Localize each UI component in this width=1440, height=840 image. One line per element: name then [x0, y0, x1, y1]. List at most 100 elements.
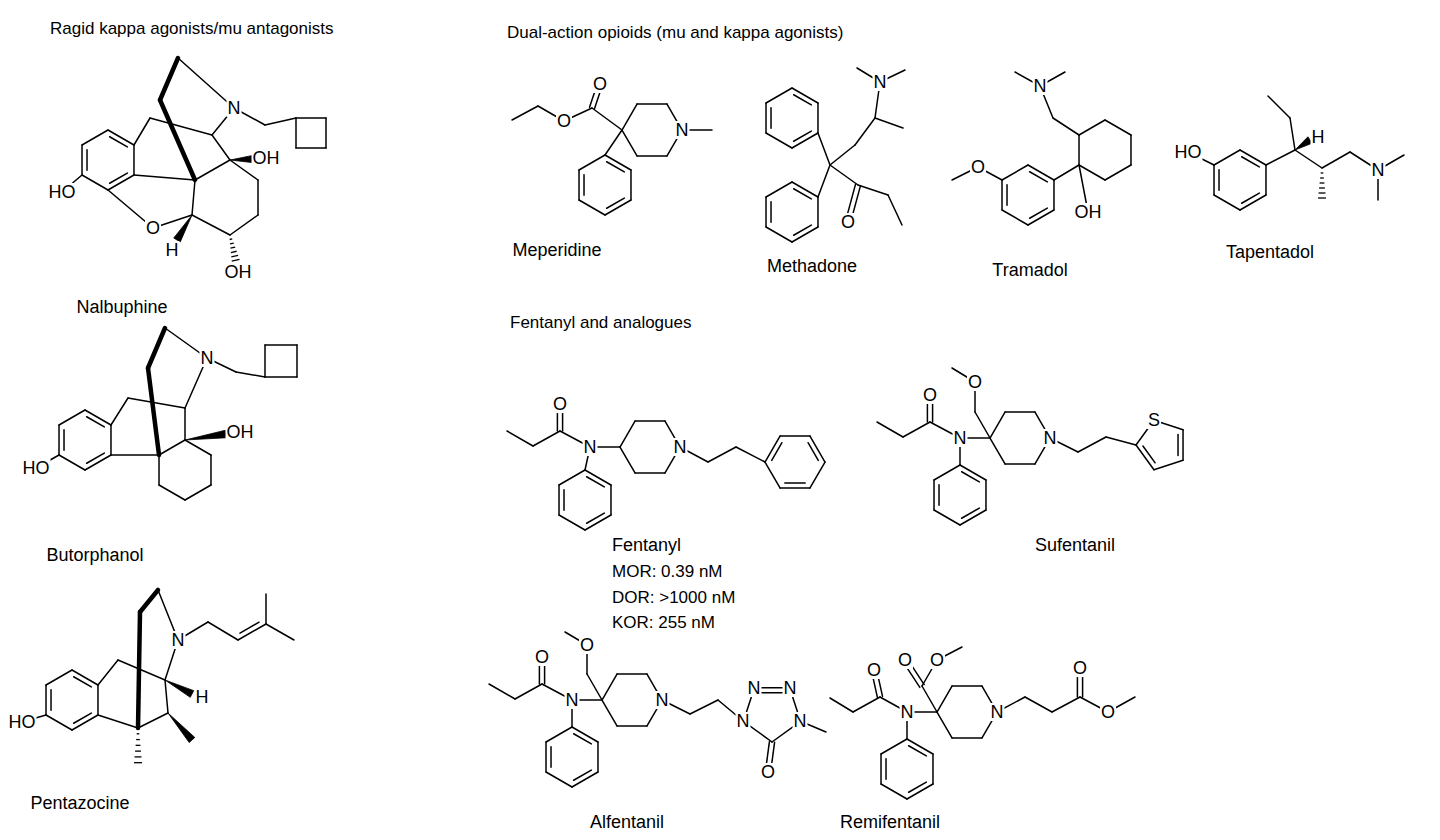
bond-line [985, 480, 987, 510]
bond-line [236, 372, 265, 377]
bond-line [817, 103, 819, 133]
bond-line [853, 697, 880, 712]
bond-line [87, 453, 105, 463]
hashed-bond [135, 750, 141, 751]
bond-line [1001, 180, 1003, 210]
hashed-bond [1321, 172, 1324, 173]
bond-line [766, 133, 792, 148]
bond-line [265, 118, 296, 125]
atom-label: N [990, 703, 1005, 721]
bond-line [858, 185, 888, 195]
bond-line [558, 485, 560, 515]
bond-line [46, 670, 72, 685]
bond-line [1242, 157, 1260, 167]
bond-line [880, 754, 882, 784]
bond-line [1106, 437, 1136, 445]
bond-line [1218, 170, 1220, 190]
bond-line [1030, 172, 1048, 182]
hashed-bond [230, 247, 235, 248]
compound-name: Pentazocine [30, 794, 129, 812]
atom-label: N [227, 99, 242, 117]
bond-line [1025, 697, 1052, 712]
atom-label: OH [226, 423, 255, 441]
bond-line [830, 145, 855, 165]
bond-line [1177, 435, 1179, 456]
hashed-bond [1320, 182, 1325, 183]
bond-line [134, 175, 195, 180]
section-heading: Fentanyl and analogues [510, 314, 691, 331]
bond-line [794, 189, 812, 199]
bond-line [1053, 118, 1079, 135]
atom-label: OH [1074, 203, 1103, 221]
atom-label: OH [252, 149, 281, 167]
wedge-bond [165, 680, 194, 697]
atom-label: N [583, 438, 598, 456]
bond-line [708, 447, 736, 462]
bond-line [110, 137, 128, 147]
bond-line [765, 462, 780, 488]
bond-line [937, 712, 952, 738]
bond-line [159, 440, 185, 455]
bond-line [86, 150, 88, 170]
bond-line [574, 734, 592, 744]
bond-line [512, 106, 538, 120]
hashed-bond [137, 733, 140, 734]
hashed-bond [1319, 192, 1326, 193]
bond-line [1105, 165, 1131, 180]
bond-line [1265, 165, 1267, 195]
bond-line [770, 202, 772, 222]
bond-line [597, 742, 599, 772]
bond-line [622, 104, 637, 130]
bond-line [830, 165, 858, 185]
atom-label: N [793, 712, 808, 730]
atom-label: N [565, 691, 580, 709]
hashed-bond [1319, 187, 1325, 188]
bond-line [855, 118, 875, 145]
bold-bond [160, 58, 178, 100]
atom-label: O [534, 648, 550, 666]
hashed-bond [136, 745, 141, 746]
bond-line [87, 417, 105, 427]
bond-line [587, 513, 605, 523]
bond-line [110, 425, 112, 455]
hashed-bond [134, 762, 142, 763]
bond-line [766, 182, 792, 197]
atom-label: N [673, 438, 688, 456]
atom-label: N [736, 712, 751, 730]
bond-line [635, 472, 665, 474]
bond-line [937, 686, 952, 712]
compound-name: Methadone [767, 257, 857, 275]
atom-label: HO [22, 459, 51, 477]
bond-line [1005, 411, 1035, 413]
bond-line [110, 173, 128, 183]
atom-label: N [1033, 77, 1048, 95]
bond-line [158, 455, 160, 485]
bond-line [1053, 180, 1055, 210]
bond-line [766, 227, 792, 242]
atom-label: O [840, 213, 856, 231]
bond-line [772, 443, 782, 461]
atom-label: N [873, 73, 888, 91]
compound-name: Remifentanil [840, 813, 940, 831]
bond-line [602, 674, 617, 700]
bond-line [583, 175, 585, 195]
atom-label: O [967, 373, 983, 391]
bond-line [507, 431, 533, 446]
bond-line [607, 198, 625, 208]
bond-line [1322, 152, 1350, 168]
bond-line [74, 677, 92, 687]
compound-name: Alfentanil [590, 813, 664, 831]
bond-line [1242, 193, 1260, 203]
atom-label: S [1147, 411, 1161, 429]
compound-name: Nalbuphine [76, 298, 167, 316]
bond-line [192, 180, 195, 215]
bond-line [637, 103, 667, 105]
bond-line [230, 215, 258, 235]
bond-line [59, 455, 85, 470]
bond-line [579, 200, 605, 215]
bond-line [578, 170, 580, 200]
hashed-bond [1320, 177, 1324, 178]
affinity-value: DOR: >1000 nM [612, 589, 735, 606]
atom-label: O [552, 395, 568, 413]
